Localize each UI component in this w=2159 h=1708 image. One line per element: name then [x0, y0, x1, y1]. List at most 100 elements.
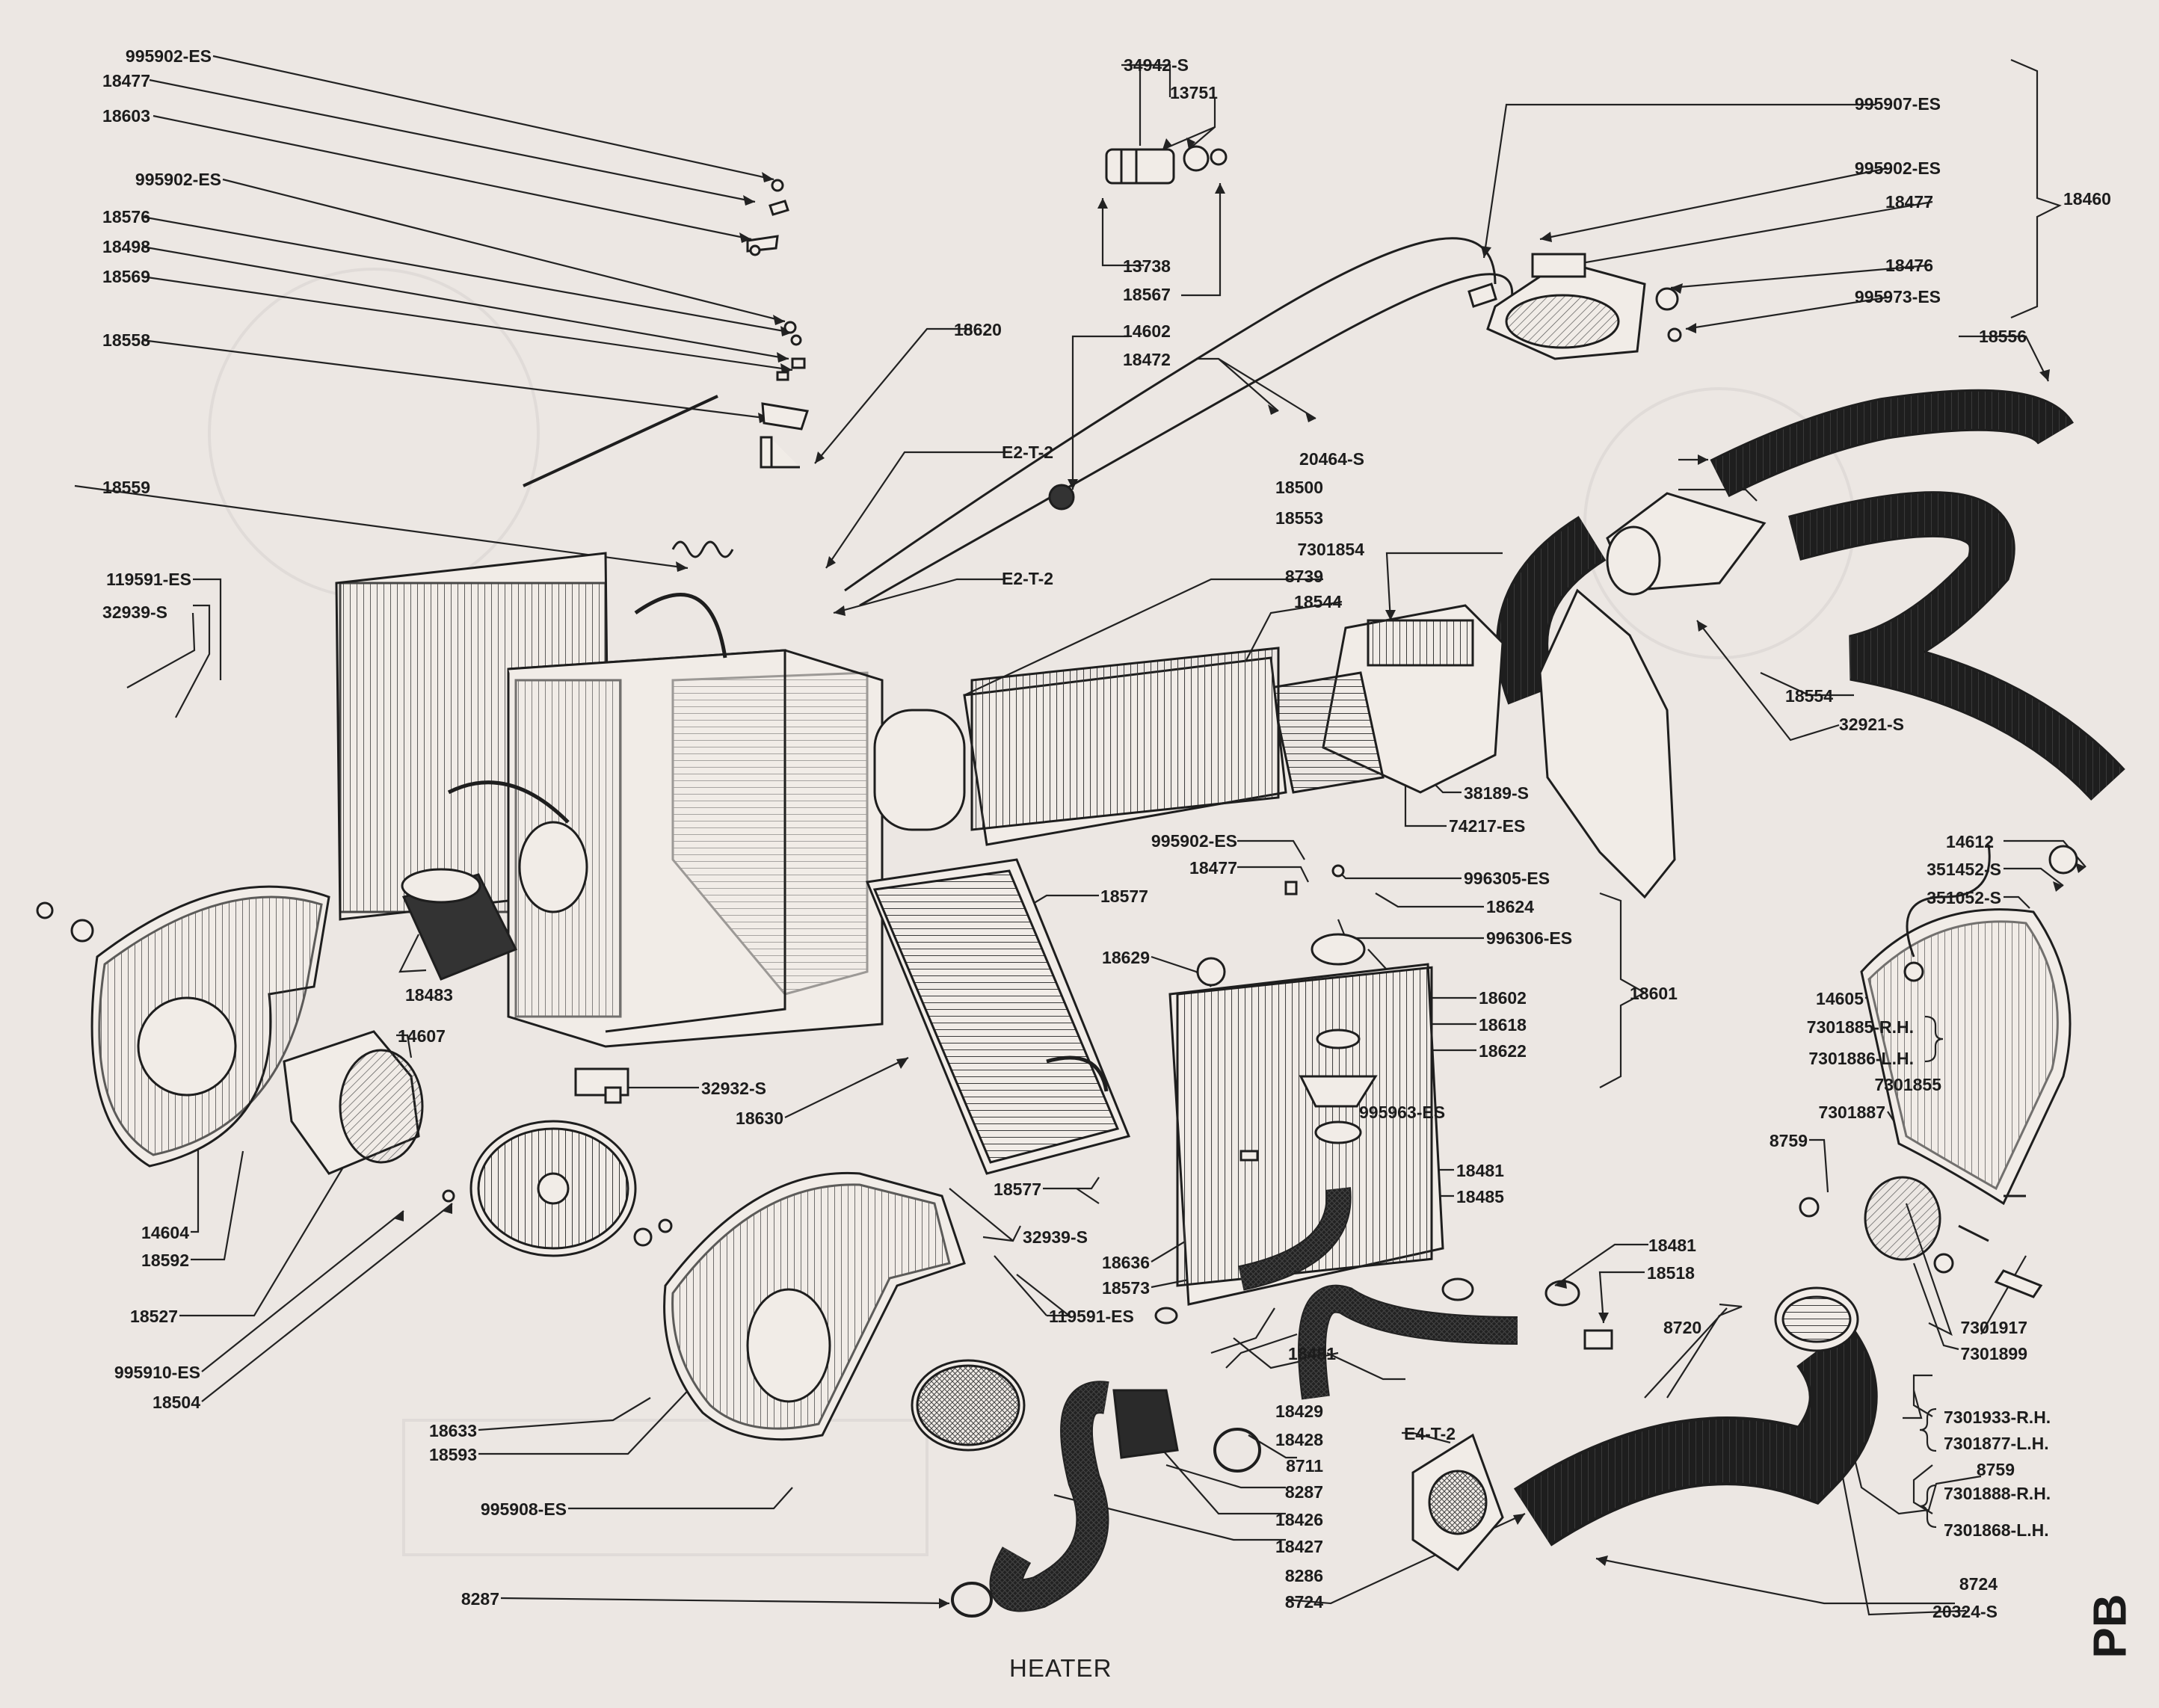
label-18577: 18577 [1100, 887, 1148, 906]
label-18460: 18460 [2063, 189, 2111, 209]
label-8286: 8286 [1284, 1566, 1323, 1585]
label-7301877-lh: 7301877-L.H. [1944, 1434, 2049, 1453]
label-18500: 18500 [1275, 478, 1323, 497]
label-32939-s: 32939-S [102, 602, 167, 622]
control-assembly [1467, 253, 1682, 360]
label-18567: 18567 [1123, 285, 1171, 304]
label-995963-es: 995963-ES [1359, 1103, 1446, 1122]
label-995910-es: 995910-ES [114, 1363, 200, 1382]
label-18481: 18481 [1648, 1236, 1696, 1255]
label-e2-t-2: E2-T-2 [1002, 569, 1054, 588]
label-18481: 18481 [1456, 1161, 1504, 1180]
label-18477: 18477 [102, 71, 150, 90]
label-7301887: 7301887 [1818, 1103, 1885, 1122]
label-995902-es: 995902-ES [125, 46, 212, 66]
label-14612: 14612 [1946, 832, 1994, 851]
label-18629: 18629 [1102, 948, 1150, 967]
label-14607: 14607 [398, 1026, 446, 1046]
label-18429: 18429 [1275, 1402, 1323, 1421]
label-18592: 18592 [141, 1251, 189, 1270]
label-38189-s: 38189-S [1464, 783, 1529, 803]
label-18485: 18485 [1456, 1187, 1504, 1206]
label-18558: 18558 [102, 330, 150, 350]
label-18483: 18483 [405, 985, 453, 1005]
label-995908-es: 995908-ES [480, 1499, 567, 1519]
label-119591-es: 119591-ES [106, 570, 191, 589]
label-18559: 18559 [102, 478, 150, 497]
parts [36, 145, 2125, 1618]
label-7301855: 7301855 [1874, 1075, 1941, 1094]
label-18472: 18472 [1123, 350, 1171, 369]
label-8759: 8759 [1976, 1460, 2015, 1479]
label-32939-s: 32939-S [1023, 1227, 1088, 1247]
label-18620: 18620 [954, 320, 1002, 339]
label-7301899: 7301899 [1960, 1344, 2027, 1363]
label-7301917: 7301917 [1960, 1318, 2027, 1337]
label-18527: 18527 [130, 1307, 178, 1326]
label-32932-s: 32932-S [701, 1079, 766, 1098]
label-13738: 13738 [1123, 256, 1171, 276]
page-id: PB [2084, 1594, 2137, 1659]
label-995973-es: 995973-ES [1854, 287, 1941, 306]
label-995902-es: 995902-ES [135, 170, 221, 189]
label-18481: 18481 [1288, 1344, 1336, 1363]
label-14604: 14604 [141, 1223, 189, 1242]
label-7301868-lh: 7301868-L.H. [1944, 1520, 2049, 1540]
label-119591-es: 119591-ES [1049, 1307, 1134, 1326]
label-14605: 14605 [1816, 989, 1864, 1008]
label-18476: 18476 [1885, 256, 1933, 275]
label-18636: 18636 [1102, 1253, 1150, 1272]
label-18426: 18426 [1275, 1510, 1323, 1529]
label-e4-t-2: E4-T-2 [1404, 1424, 1456, 1443]
label-18428: 18428 [1275, 1430, 1323, 1449]
label-995907-es: 995907-ES [1854, 94, 1941, 114]
label-74217-es: 74217-ES [1449, 816, 1526, 836]
label-18498: 18498 [102, 237, 150, 256]
label-996305-es: 996305-ES [1464, 869, 1550, 888]
top-left-fasteners [523, 179, 809, 558]
label-18573: 18573 [1102, 1278, 1150, 1298]
label-18618: 18618 [1479, 1015, 1527, 1035]
label-18504: 18504 [153, 1393, 200, 1412]
label-995902-es: 995902-ES [1854, 158, 1941, 178]
label-7301885-rh: 7301885-R.H. [1806, 1017, 1914, 1037]
label-8739: 8739 [1284, 567, 1323, 586]
label-18601: 18601 [1630, 984, 1678, 1003]
label-7301888-rh: 7301888-R.H. [1944, 1484, 2051, 1503]
label-e2-t-2: E2-T-2 [1002, 443, 1054, 462]
label-34942-s: 34942-S [1124, 55, 1189, 75]
label-351052-s: 351052-S [1927, 888, 2001, 907]
label-8287: 8287 [1284, 1482, 1323, 1502]
label-20464-s: 20464-S [1299, 449, 1364, 469]
label-18427: 18427 [1275, 1537, 1323, 1556]
heater-switch [1105, 145, 1228, 185]
label-18577: 18577 [994, 1180, 1041, 1199]
label-7301933-rh: 7301933-R.H. [1944, 1408, 2051, 1427]
label-18544: 18544 [1294, 592, 1342, 611]
label-18576: 18576 [102, 207, 150, 226]
label-996306-es: 996306-ES [1486, 928, 1573, 948]
label-7301854: 7301854 [1297, 540, 1364, 559]
label-18630: 18630 [736, 1109, 783, 1128]
label-18518: 18518 [1647, 1263, 1695, 1283]
label-8720: 8720 [1663, 1318, 1702, 1337]
label-18633: 18633 [429, 1421, 477, 1440]
label-351452-s: 351452-S [1927, 860, 2001, 879]
label-18477: 18477 [1189, 858, 1237, 878]
label-13751: 13751 [1170, 83, 1218, 102]
label-18477: 18477 [1885, 192, 1933, 212]
label-20324-s: 20324-S [1932, 1602, 1998, 1621]
label-18569: 18569 [102, 267, 150, 286]
label-18624: 18624 [1486, 897, 1534, 916]
page-title: HEATER [1009, 1654, 1112, 1682]
label-8724: 8724 [1959, 1574, 1998, 1594]
label-8711: 8711 [1286, 1456, 1323, 1476]
label-7301886-lh: 7301886-L.H. [1808, 1049, 1914, 1068]
label-8759: 8759 [1769, 1131, 1808, 1150]
label-8724: 8724 [1284, 1592, 1323, 1612]
label-8287: 8287 [461, 1589, 499, 1609]
label-18622: 18622 [1479, 1041, 1527, 1061]
label-18556: 18556 [1979, 327, 2027, 346]
